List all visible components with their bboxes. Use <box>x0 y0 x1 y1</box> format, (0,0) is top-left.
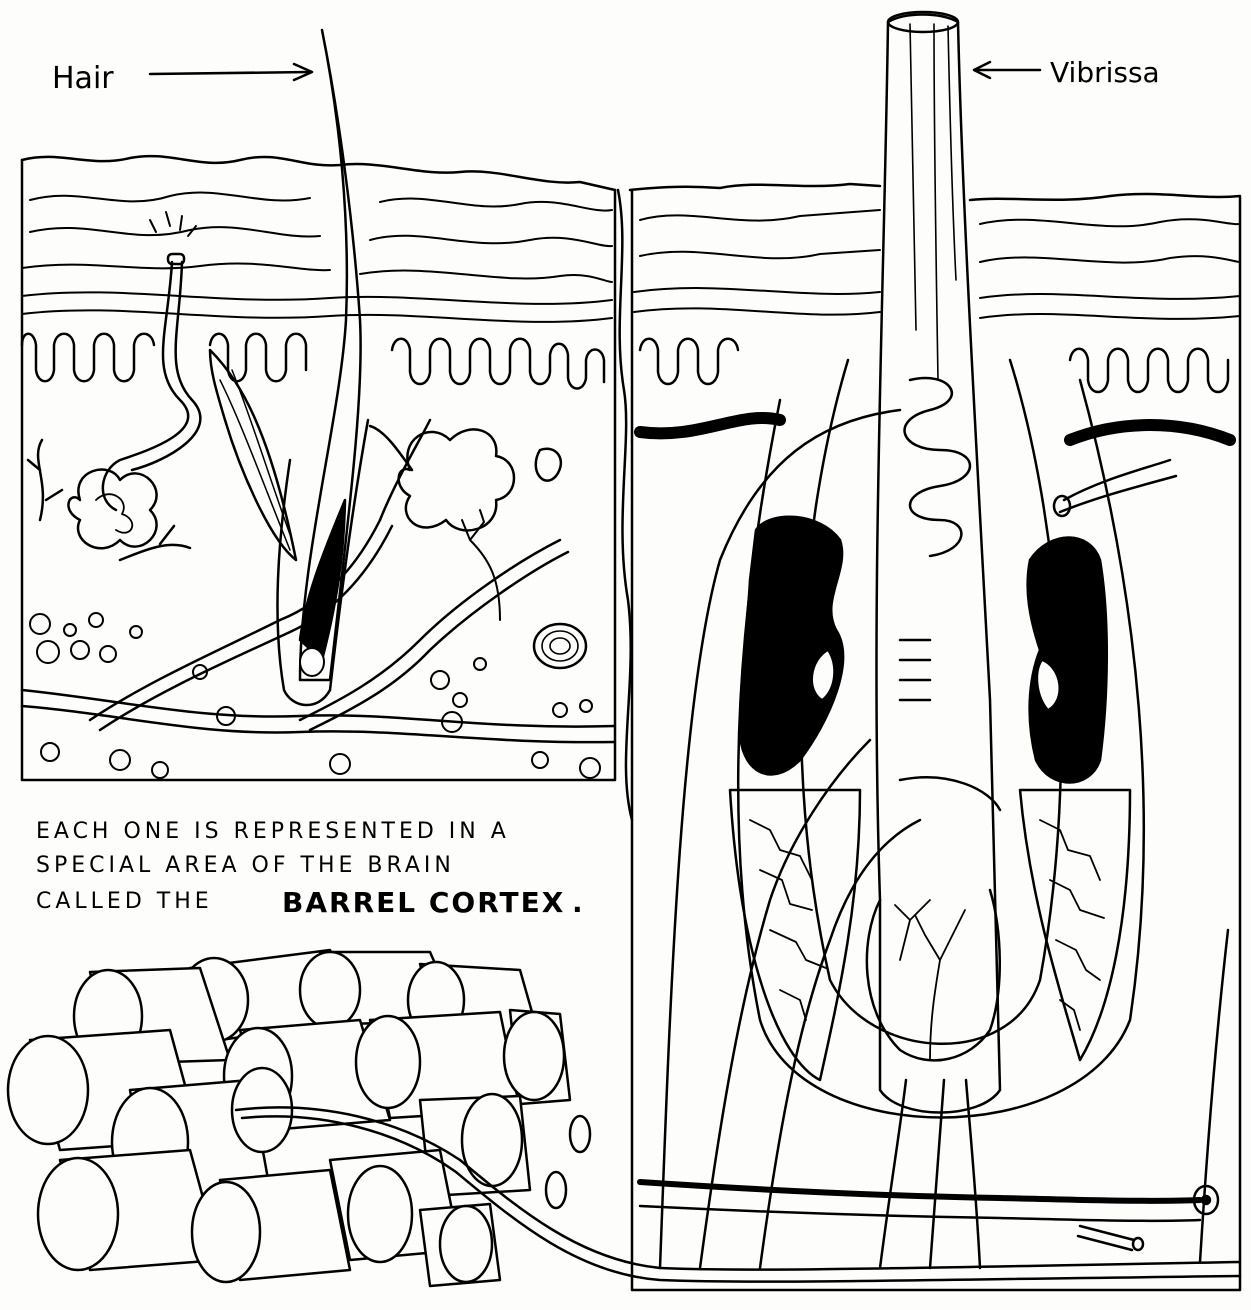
nerve-branch <box>930 1080 944 1268</box>
barrel-cylinder-face <box>440 1206 492 1282</box>
dermal-papillae <box>210 334 306 382</box>
caption-block: EACH ONE IS REPRESENTED IN A SPECIAL ARE… <box>36 819 585 919</box>
meissner-corpuscle <box>536 449 561 481</box>
blood-sinus-left <box>740 517 843 775</box>
blood-sinus-right <box>1028 538 1107 783</box>
deep-blood-vessel <box>640 1182 1200 1201</box>
dermal-papillae <box>640 339 738 384</box>
stratum-line <box>360 271 612 282</box>
follicle-bulb <box>867 890 1000 1060</box>
hair-label-group: Hair <box>52 61 312 96</box>
vibrissa-shaft <box>876 15 1000 1113</box>
trabecular-cracks <box>750 820 1104 1030</box>
stratum-line <box>30 193 310 202</box>
small-vessel-stub <box>1078 1226 1134 1250</box>
dermal-papillae <box>22 334 154 382</box>
hair-panel-frame <box>22 160 615 780</box>
stratum-line <box>980 314 1240 319</box>
barrel-cylinder-face <box>462 1094 522 1186</box>
hair-arrow <box>150 72 310 74</box>
inner-capsule <box>801 360 1061 1044</box>
caption-line-1: EACH ONE IS REPRESENTED IN A <box>36 819 510 844</box>
barrel-cylinder-face <box>504 1012 564 1100</box>
sweat-pore <box>168 254 184 264</box>
trabecular-area-right <box>1020 790 1130 1060</box>
stratum-line <box>640 210 880 221</box>
stratum-line <box>22 292 612 304</box>
stratum-line <box>634 288 880 294</box>
shaft-texture <box>948 26 956 280</box>
dermal-papillae <box>392 339 604 389</box>
nerve-branch <box>880 1080 906 1268</box>
barrel-cylinder-face <box>356 1016 420 1108</box>
barrel-cylinder-face <box>38 1158 118 1270</box>
barrel-small <box>570 1116 590 1152</box>
hair-skin-panel <box>22 30 615 780</box>
nerve-fiber <box>310 552 568 730</box>
barrel-cortex-period: . <box>572 886 585 919</box>
stratum-line <box>640 250 880 258</box>
stratum-line <box>30 227 320 236</box>
stratum-line <box>980 219 1240 226</box>
muscle-fiber <box>220 380 290 550</box>
nerve-branch <box>1200 930 1228 1262</box>
barrel-cylinder-face <box>8 1036 88 1144</box>
vibrissa-label: Vibrissa <box>1050 56 1160 89</box>
deep-blood-vessel-lower <box>640 1206 1200 1221</box>
shaft-texture <box>934 24 938 380</box>
stratum-line <box>380 199 612 211</box>
stratum-line <box>370 236 612 246</box>
upper-vessel-lumen <box>1054 496 1070 516</box>
small-vessel-end <box>1133 1238 1143 1250</box>
upper-vessel-stub <box>1060 460 1176 512</box>
shaft-texture <box>910 24 916 330</box>
upper-blood-vessel <box>640 418 1230 440</box>
panel-divider <box>618 190 632 820</box>
caption-line-3-prefix: CALLED THE <box>36 889 213 914</box>
barrel-cylinder-face <box>300 952 360 1028</box>
stratum-line <box>980 294 1240 299</box>
nerve-coil <box>900 640 930 700</box>
barrel-cylinder-face <box>348 1166 412 1262</box>
stratum-line <box>634 308 880 314</box>
pacinian-layer <box>550 638 570 654</box>
nerve-coil <box>905 378 970 556</box>
stratum-line <box>980 256 1240 262</box>
subcutaneous-boundary <box>22 690 615 727</box>
nerve-coil <box>900 777 1000 810</box>
barrel-small <box>546 1172 566 1208</box>
bulb-vessel-tree <box>895 900 965 1060</box>
nerve-fiber <box>100 526 392 730</box>
barrel-cortex-term: BARREL CORTEX <box>282 886 565 919</box>
hair-bulb-papilla <box>300 648 324 676</box>
barrel-cylinder-face <box>192 1182 260 1282</box>
caption-line-2: SPECIAL AREA OF THE BRAIN <box>36 853 455 878</box>
hair-panel-skin-surface <box>22 156 615 190</box>
sweat-gland-coil-inner <box>96 494 132 533</box>
vibrissa-label-group: Vibrissa <box>974 56 1160 89</box>
blood-vessel-branch <box>28 440 62 520</box>
stratum-line <box>22 310 612 322</box>
hair-label: Hair <box>52 61 114 96</box>
free-nerve-ending <box>462 510 500 620</box>
dermal-papillae <box>1070 349 1228 392</box>
sweat-droplets <box>150 212 196 236</box>
pacinian-layer <box>542 631 578 661</box>
trabecular-area-left <box>730 790 860 1080</box>
